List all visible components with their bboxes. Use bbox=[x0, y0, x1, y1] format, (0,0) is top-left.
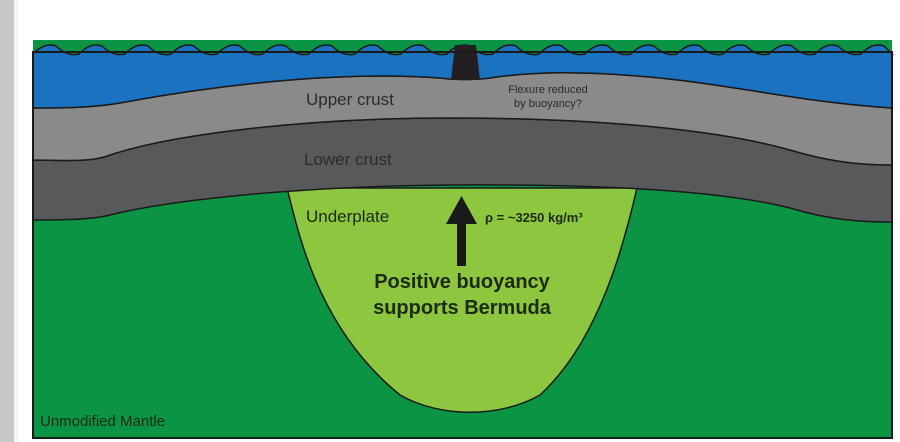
left-margin bbox=[14, 0, 18, 442]
underplate-label: Underplate bbox=[306, 207, 389, 226]
flexure-label-line1: Flexure reduced bbox=[508, 84, 588, 96]
left-scroll-edge bbox=[0, 0, 14, 442]
buoyancy-arrow-icon bbox=[446, 196, 477, 266]
mantle-label: Unmodified Mantle bbox=[40, 413, 165, 430]
lower-crust-label: Lower crust bbox=[304, 150, 392, 169]
upper-crust-label: Upper crust bbox=[306, 90, 394, 109]
figure-frame bbox=[32, 51, 893, 439]
buoyancy-label-line1: Positive buoyancy bbox=[374, 271, 550, 293]
buoyancy-label-line2: supports Bermuda bbox=[373, 297, 552, 319]
density-label: ρ = ~3250 kg/m³ bbox=[485, 210, 583, 225]
bermuda-island bbox=[451, 45, 480, 80]
underplate-body bbox=[286, 187, 638, 413]
flexure-label-line2: by buoyancy? bbox=[514, 98, 582, 110]
